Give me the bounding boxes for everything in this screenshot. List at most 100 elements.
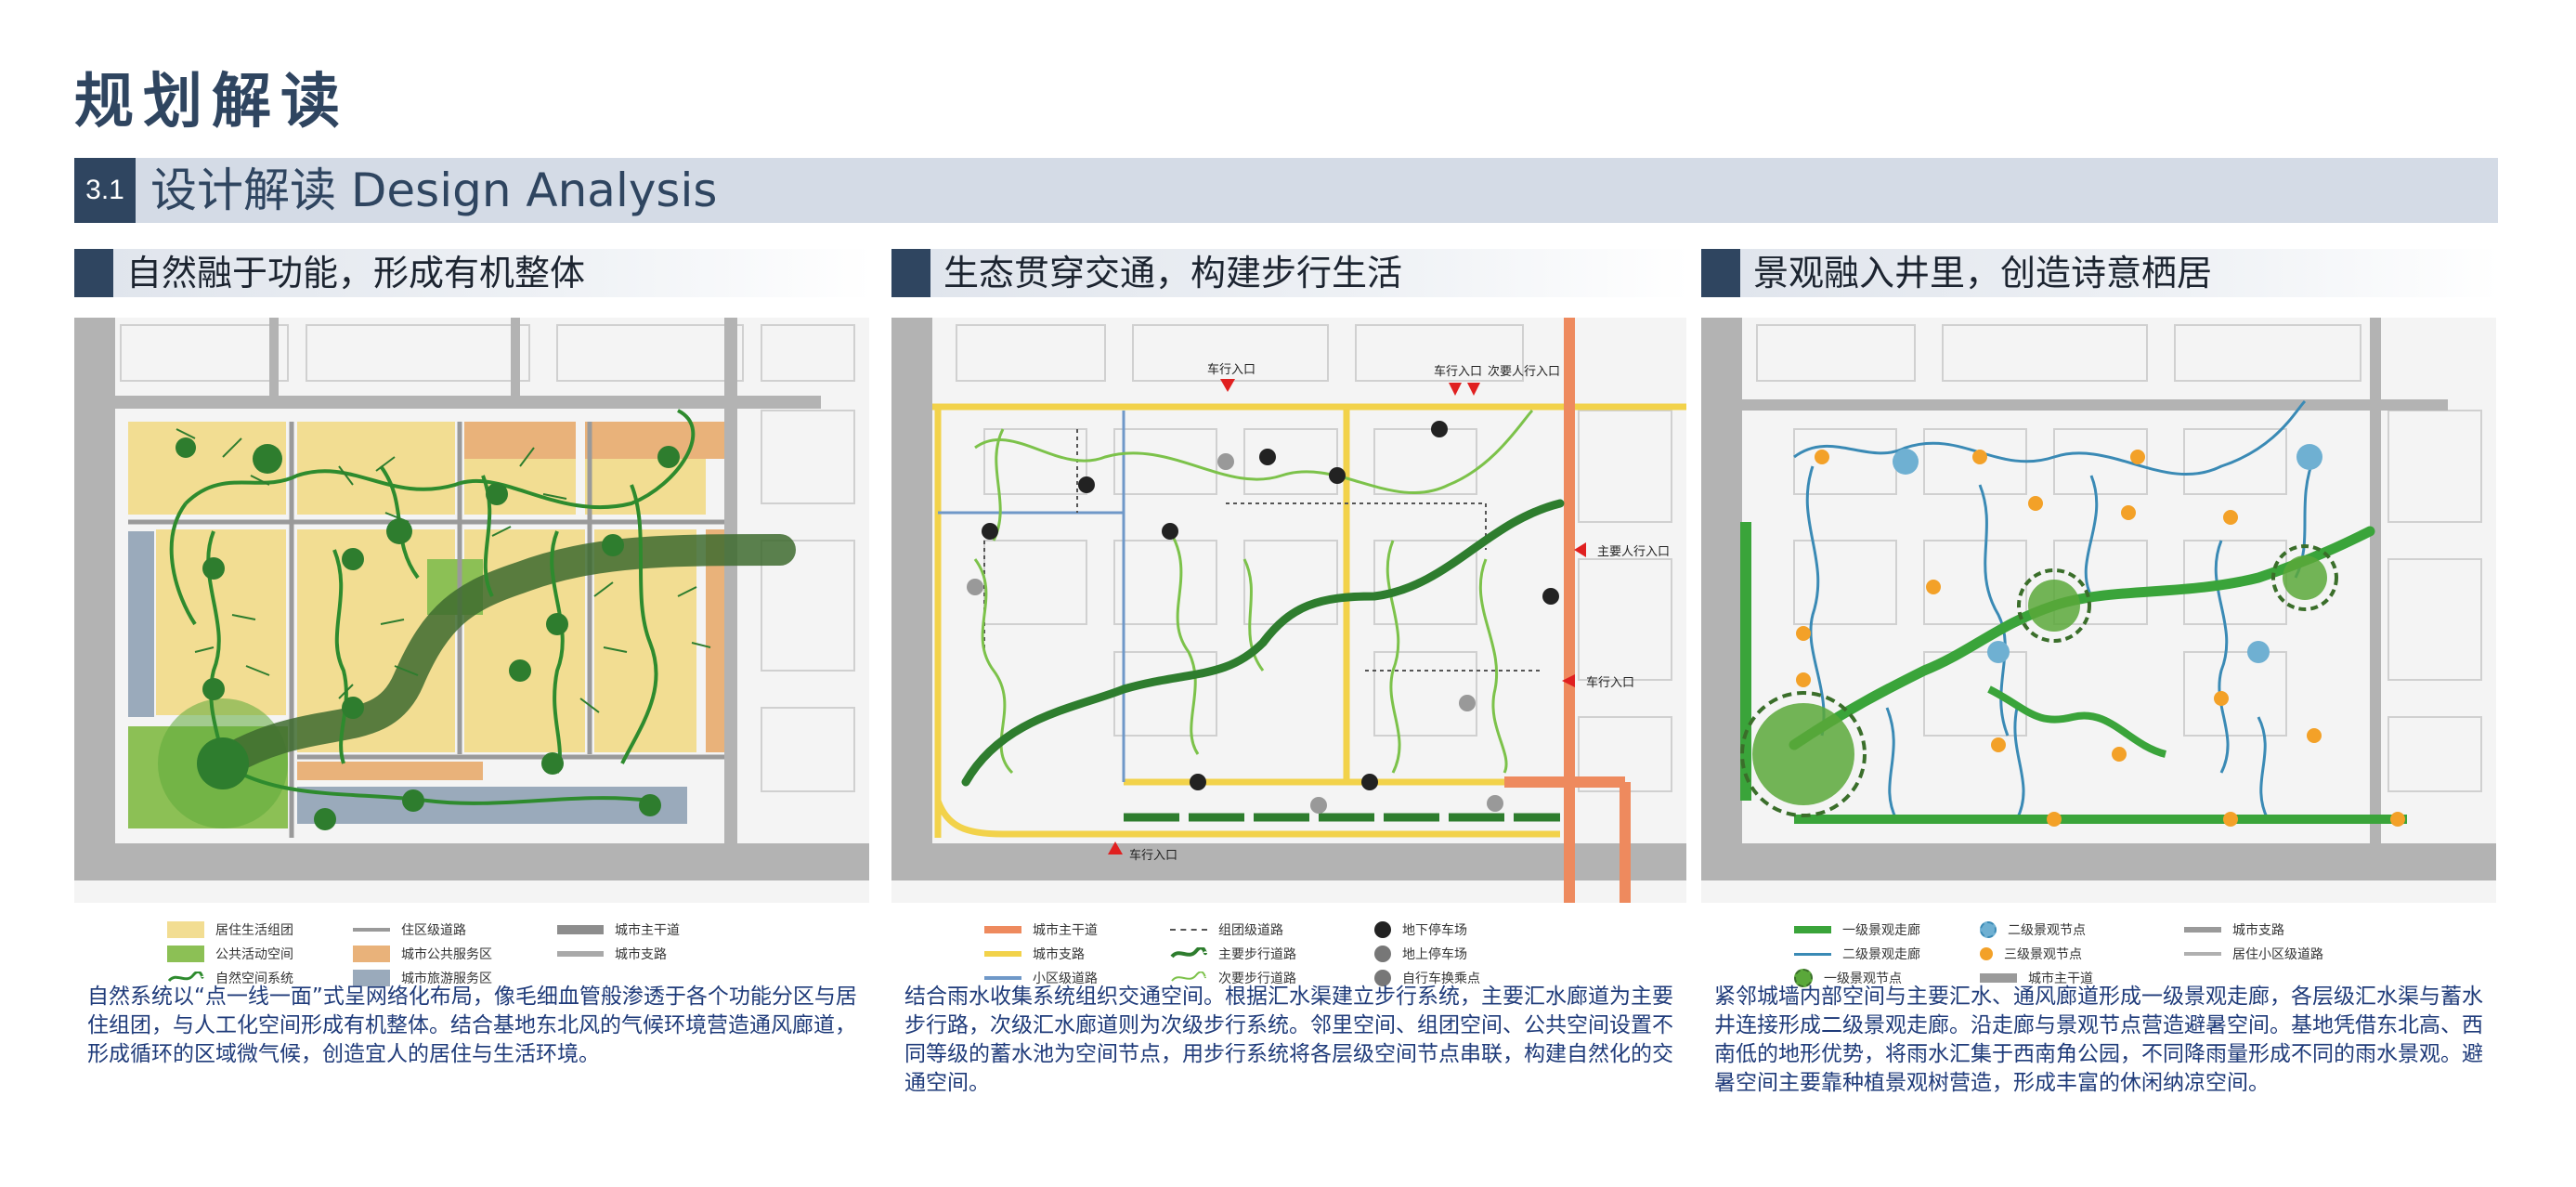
- curve-line-icon: [1170, 947, 1207, 959]
- legend-item: 居住小区级道路: [2184, 942, 2323, 966]
- legend-item: 地下停车场: [1374, 918, 1467, 942]
- legend-item: 三级景观节点: [1980, 942, 2082, 966]
- panel-heading: 自然融于功能，形成有机整体: [126, 253, 586, 293]
- legend-swatch: [557, 951, 604, 957]
- legend-item: 城市支路: [557, 942, 667, 966]
- legend-item: 居住生活组团: [167, 918, 293, 942]
- parking-underground-icon: [1374, 921, 1391, 938]
- legend-item: 城市公共服务区: [353, 942, 492, 966]
- legend-item: 二级景观走廊: [1794, 942, 1920, 966]
- legend-label: 次要步行道路: [1218, 972, 1296, 986]
- primary-node-icon: [1794, 969, 1813, 987]
- map-image: 车行入口 车行入口 次要人行入口 主要人行入口 车行入口 车行入口: [891, 318, 1686, 903]
- heading-marker: [1701, 249, 1740, 297]
- legend-swatch: [167, 946, 204, 962]
- map-image: [1701, 318, 2496, 903]
- legend-label: 城市主干道: [2028, 972, 2093, 986]
- legend-label: 城市公共服务区: [401, 947, 492, 962]
- legend-item: 地上停车场: [1374, 942, 1467, 966]
- ped-entry-label: 次要人行入口: [1488, 364, 1560, 379]
- page-title: 规划解读: [74, 68, 349, 137]
- panel-heading: 景观融入井里，创造诗意栖居: [1753, 253, 2213, 293]
- legend-label: 主要步行道路: [1218, 947, 1296, 962]
- panel-description: 紧邻城墙内部空间与主要汇水、通风廊道形成一级景观走廊，各层级汇水渠与蓄水井连接形…: [1714, 985, 2483, 1095]
- heading-marker: [74, 249, 113, 297]
- legend-label: 居住小区级道路: [2232, 947, 2323, 962]
- curve-line-icon: [167, 972, 204, 983]
- panel-heading-bar: 自然融于功能，形成有机整体: [74, 249, 873, 297]
- panel-description: 结合雨水收集系统组织交通空间。根据汇水渠建立步行系统，主要汇水廊道为主要步行路，…: [904, 985, 1673, 1095]
- panel-description: 自然系统以“点一线一面”式呈网络化布局，像毛细血管般渗透于各个功能分区与居住组团…: [87, 985, 857, 1066]
- legend-item: 城市主干道: [1980, 966, 2093, 990]
- legend-label: 城市主干道: [615, 923, 680, 938]
- legend-swatch: [1980, 973, 2017, 983]
- legend-swatch: [2184, 927, 2221, 933]
- legend-swatch: [2184, 952, 2221, 956]
- curve-line-icon: [1171, 972, 1206, 982]
- legend-swatch: [353, 928, 390, 932]
- map-legend: 城市主干道 组团级道路 地下停车场 城市支路 主要步行道路 地上停车场 小区级道…: [984, 918, 1653, 1020]
- legend-label: 组团级道路: [1218, 923, 1283, 938]
- map-image: [74, 318, 869, 903]
- panel-traffic: 生态贯穿交通，构建步行生活: [891, 249, 1690, 1159]
- legend-item: 主要步行道路: [1170, 942, 1296, 966]
- panel-nature: 自然融于功能，形成有机整体: [74, 249, 873, 1159]
- legend-label: 城市支路: [2232, 923, 2284, 938]
- secondary-node-icon: [1980, 921, 1997, 938]
- legend-swatch: [353, 946, 390, 962]
- legend-label: 一级景观走廊: [1842, 923, 1920, 938]
- section-title: 设计解读 Design Analysis: [150, 163, 718, 217]
- tertiary-node-icon: [1980, 947, 1993, 960]
- legend-item: 自行车换乘点: [1374, 966, 1480, 990]
- legend-label: 地下停车场: [1402, 923, 1467, 938]
- legend-label: 公共活动空间: [215, 947, 293, 962]
- legend-item: 自然空间系统: [167, 966, 293, 990]
- legend-label: 二级景观走廊: [1842, 947, 1920, 962]
- ped-entry-label: 主要人行入口: [1597, 545, 1670, 559]
- legend-item: 二级景观节点: [1980, 918, 2086, 942]
- car-entry-label: 车行入口: [1434, 364, 1482, 379]
- legend-label: 城市主干道: [1033, 923, 1098, 938]
- legend-label: 居住生活组团: [215, 923, 293, 938]
- legend-swatch: [984, 926, 1021, 933]
- legend-item: 一级景观节点: [1794, 966, 1902, 990]
- legend-swatch: [1794, 952, 1831, 956]
- legend-label: 二级景观节点: [2008, 923, 2086, 938]
- legend-label: 小区级道路: [1033, 972, 1098, 986]
- car-entry-label: 车行入口: [1129, 848, 1177, 863]
- legend-item: 小区级道路: [984, 966, 1098, 990]
- legend-label: 住区级道路: [401, 923, 466, 938]
- legend-item: 组团级道路: [1170, 918, 1283, 942]
- legend-swatch: [1794, 926, 1831, 933]
- panel-heading: 生态贯穿交通，构建步行生活: [943, 253, 1403, 293]
- legend-item: 城市旅游服务区: [353, 966, 492, 990]
- nature-system-map: [74, 318, 869, 903]
- heading-marker: [891, 249, 930, 297]
- legend-label: 自然空间系统: [215, 972, 293, 986]
- bike-transfer-icon: [1374, 970, 1391, 986]
- legend-swatch: [984, 976, 1021, 980]
- legend-swatch: [984, 951, 1021, 957]
- legend-swatch: [167, 921, 204, 938]
- legend-label: 一级景观节点: [1824, 972, 1902, 986]
- car-entry-label: 车行入口: [1586, 675, 1634, 690]
- legend-label: 城市支路: [1033, 947, 1085, 962]
- panel-landscape: 景观融入井里，创造诗意栖居: [1701, 249, 2500, 1159]
- landscape-map: [1701, 318, 2496, 903]
- legend-item: 城市主干道: [557, 918, 680, 942]
- legend-item: 城市支路: [984, 942, 1085, 966]
- legend-item: 一级景观走廊: [1794, 918, 1920, 942]
- parking-ground-icon: [1374, 946, 1391, 962]
- legend-item: 住区级道路: [353, 918, 466, 942]
- map-legend: 居住生活组团 住区级道路 城市主干道 公共活动空间 城市公共服务区 城市支路 自…: [167, 918, 836, 1020]
- legend-item: 城市主干道: [984, 918, 1098, 942]
- legend-label: 城市旅游服务区: [401, 972, 492, 986]
- legend-label: 地上停车场: [1402, 947, 1467, 962]
- section-number: 3.1: [74, 158, 136, 223]
- map-legend: 一级景观走廊 二级景观节点 城市支路 二级景观走廊 三级景观节点 居住小区级道路…: [1794, 918, 2463, 1020]
- car-entry-label: 车行入口: [1207, 362, 1255, 377]
- legend-item: 城市支路: [2184, 918, 2284, 942]
- traffic-map: 车行入口 车行入口 次要人行入口 主要人行入口 车行入口 车行入口: [891, 318, 1686, 903]
- legend-item: 次要步行道路: [1170, 966, 1296, 990]
- legend-swatch: [1170, 929, 1207, 931]
